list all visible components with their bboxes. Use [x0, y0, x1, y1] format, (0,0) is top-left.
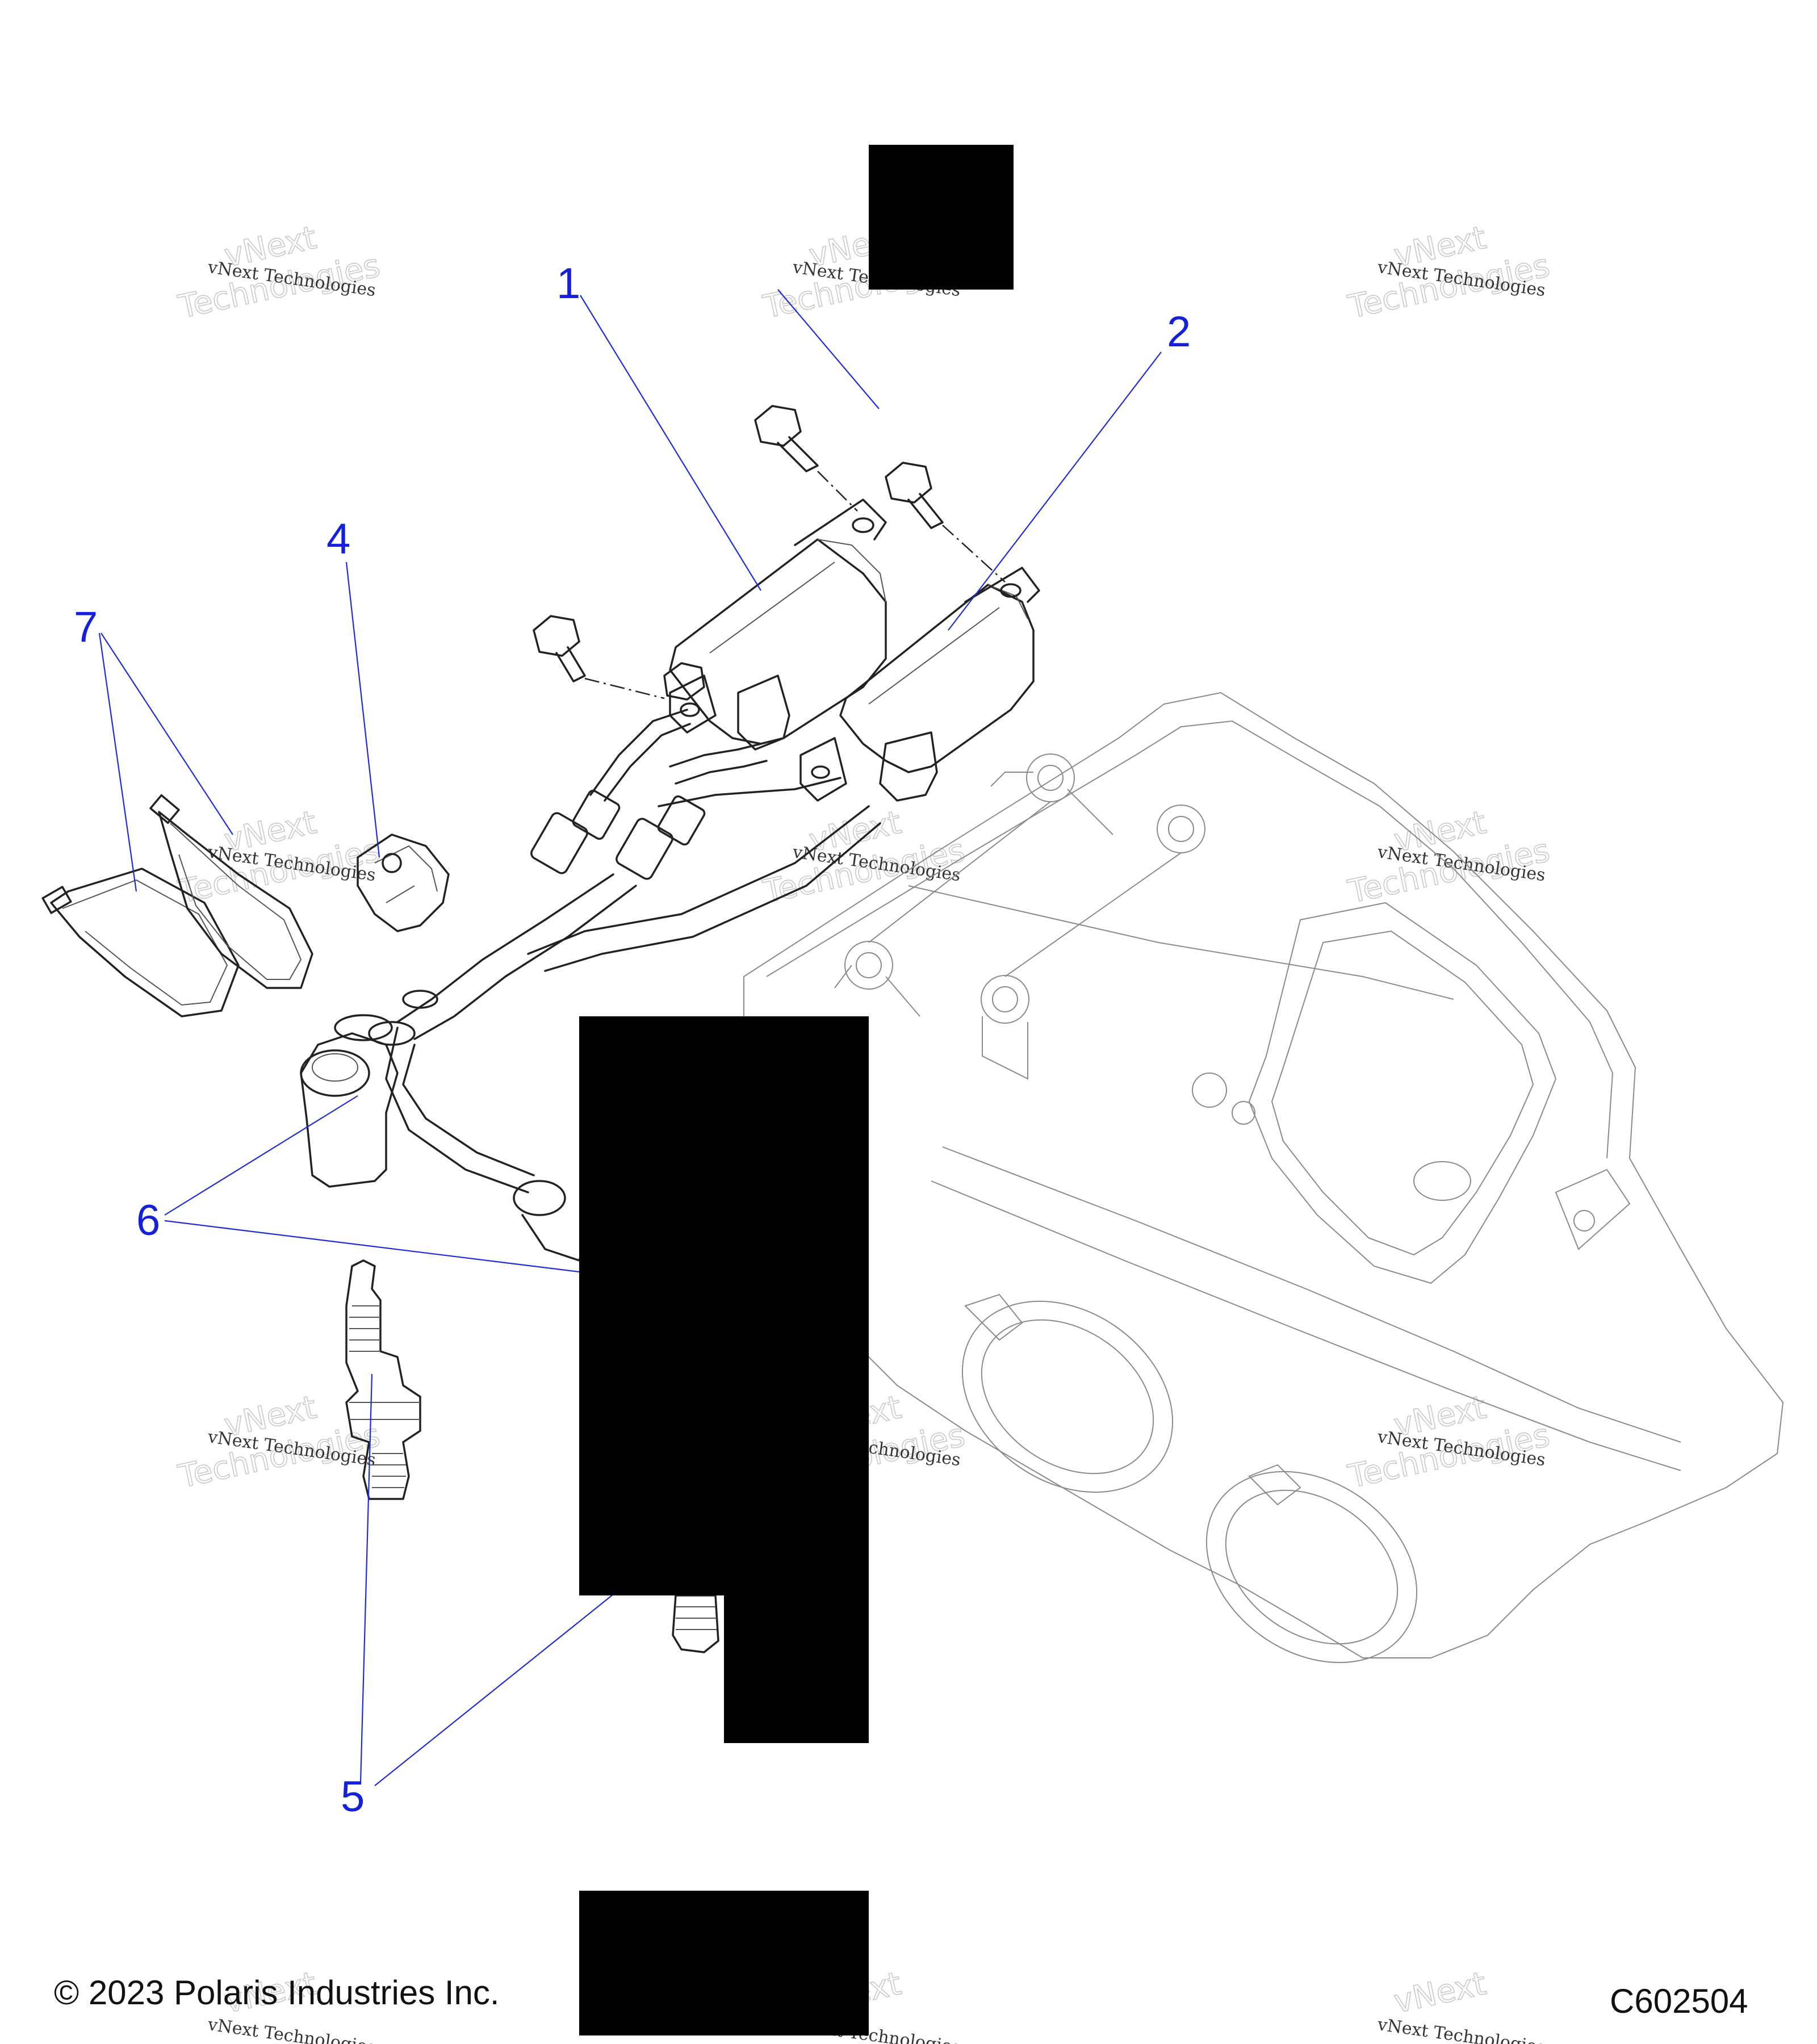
spark-plug-boot-lower: [513, 1180, 592, 1262]
watermark-top-right: vNext Technologies vNext Technologies: [1345, 219, 1554, 326]
airbox-housing: [743, 692, 1784, 1664]
airbox-inlet-upper: [961, 1293, 1174, 1493]
footer: © 2023 Polaris Industries Inc. C602504: [54, 1974, 1748, 2020]
airbox-inlet-lower: [1205, 1464, 1418, 1664]
watermark-mid-left: vNext Technologies vNext Technologies: [175, 803, 384, 911]
spark-plug-left: [345, 1259, 421, 1500]
watermark-mid-right: vNext Technologies vNext Technologies: [1345, 803, 1554, 911]
callout-1: 1: [556, 259, 580, 308]
svg-text:vNext Technologies: vNext Technologies: [1376, 2014, 1547, 2044]
spark-plug-boot-upper: [300, 1014, 399, 1188]
callout-5: 5: [341, 1773, 365, 1821]
callout-4: 4: [326, 515, 350, 563]
airbox-service-window: [1192, 902, 1557, 1284]
ignition-coil-1: [669, 499, 887, 751]
watermark-low-left: vNext Technologies vNext Technologies: [175, 1388, 384, 1496]
cable-tie-left: [41, 868, 240, 1017]
callouts: 1 2 4 5 6 7: [74, 259, 1191, 1821]
redactions: [579, 145, 1014, 2035]
bolt-d: [663, 662, 705, 701]
watermark-low-right: vNext Technologies vNext Technologies: [1345, 1388, 1554, 1496]
copyright-notice: © 2023 Polaris Industries Inc.: [54, 1974, 500, 2012]
bolt-a: [754, 405, 819, 472]
watermark-mid-center: vNext Technologies vNext Technologies: [760, 803, 969, 911]
harness-clip: [357, 833, 450, 932]
redaction-middle-tail: [724, 1590, 869, 1743]
mounting-bolts: [533, 405, 1006, 701]
spark-plug-right-partial: [672, 1594, 719, 1653]
leader-lines: [98, 289, 1162, 1786]
watermark-bottom-right: vNext vNext Technologies: [1376, 1965, 1547, 2044]
svg-text:vNext Technologies: vNext Technologies: [206, 2014, 377, 2044]
callout-2: 2: [1167, 308, 1191, 356]
figure-code: C602504: [1610, 1982, 1748, 2020]
callout-7: 7: [74, 603, 98, 651]
airbox-bosses: [834, 753, 1205, 1080]
cable-tie-right: [149, 794, 313, 989]
wiring-harness: [368, 709, 881, 1193]
ignition-coil-2: [799, 567, 1040, 802]
watermark-top-left: vNext Technologies vNext Technologies: [175, 219, 384, 326]
redaction-top: [869, 145, 1014, 290]
callout-6: 6: [136, 1196, 160, 1245]
svg-text:vNext: vNext: [1391, 1965, 1489, 2021]
bolt-c: [533, 615, 586, 682]
redaction-bottom: [579, 1891, 869, 2035]
redaction-middle: [579, 1016, 869, 1595]
bolt-b: [885, 462, 944, 529]
